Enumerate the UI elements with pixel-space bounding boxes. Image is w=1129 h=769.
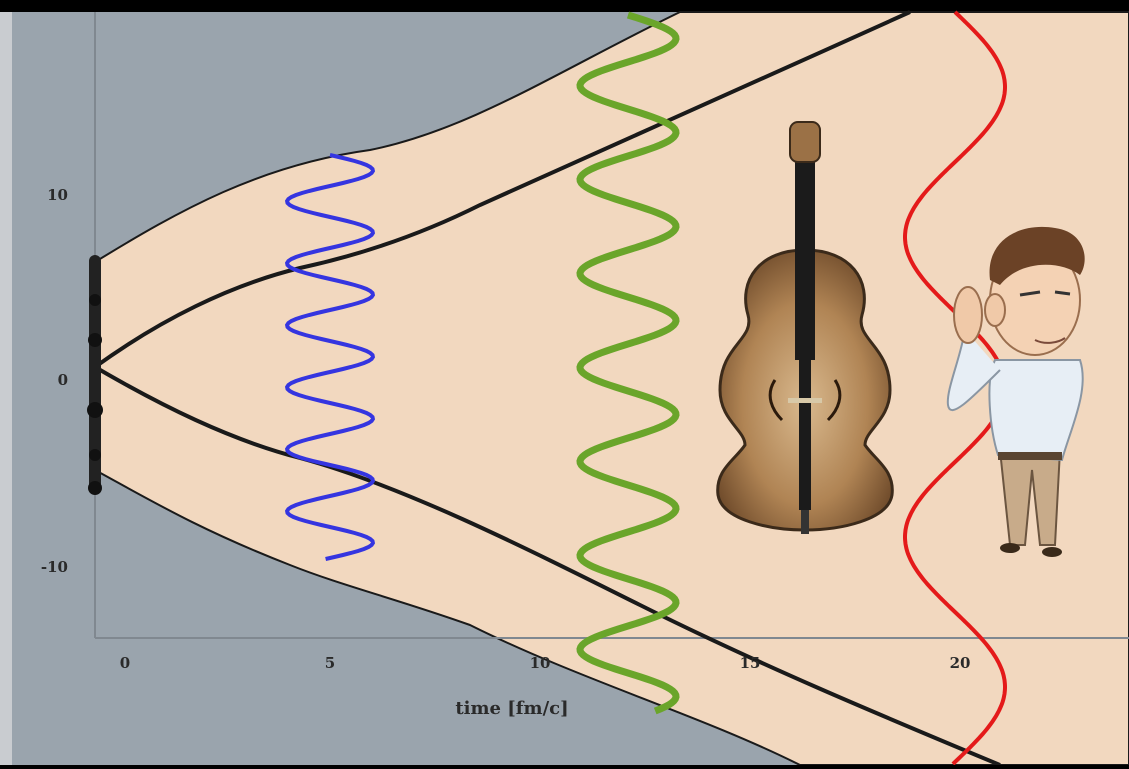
upper-trajectory	[93, 10, 911, 369]
x-axis-title: time [fm/c]	[455, 698, 568, 719]
x-tick-labels: 0 5 10 15 20	[120, 654, 971, 672]
initial-source-dots	[87, 255, 103, 495]
x-tick-label: 15	[740, 654, 761, 672]
y-tick-label: -10	[41, 558, 68, 576]
blue-wave	[284, 153, 376, 561]
listening-man-icon	[946, 226, 1085, 557]
left-edge-strip	[0, 12, 12, 765]
top-border	[0, 0, 1129, 12]
y-tick-labels: 10 0 -10	[41, 186, 68, 576]
green-wave	[576, 11, 680, 715]
x-tick-label: 20	[950, 654, 971, 672]
x-tick-label: 5	[325, 654, 335, 672]
double-bass-icon	[716, 121, 894, 534]
x-tick-label: 10	[530, 654, 551, 672]
y-tick-label: 10	[47, 186, 68, 204]
y-tick-label: 0	[58, 371, 68, 389]
lower-trajectory	[93, 365, 1001, 767]
x-tick-label: 0	[120, 654, 130, 672]
